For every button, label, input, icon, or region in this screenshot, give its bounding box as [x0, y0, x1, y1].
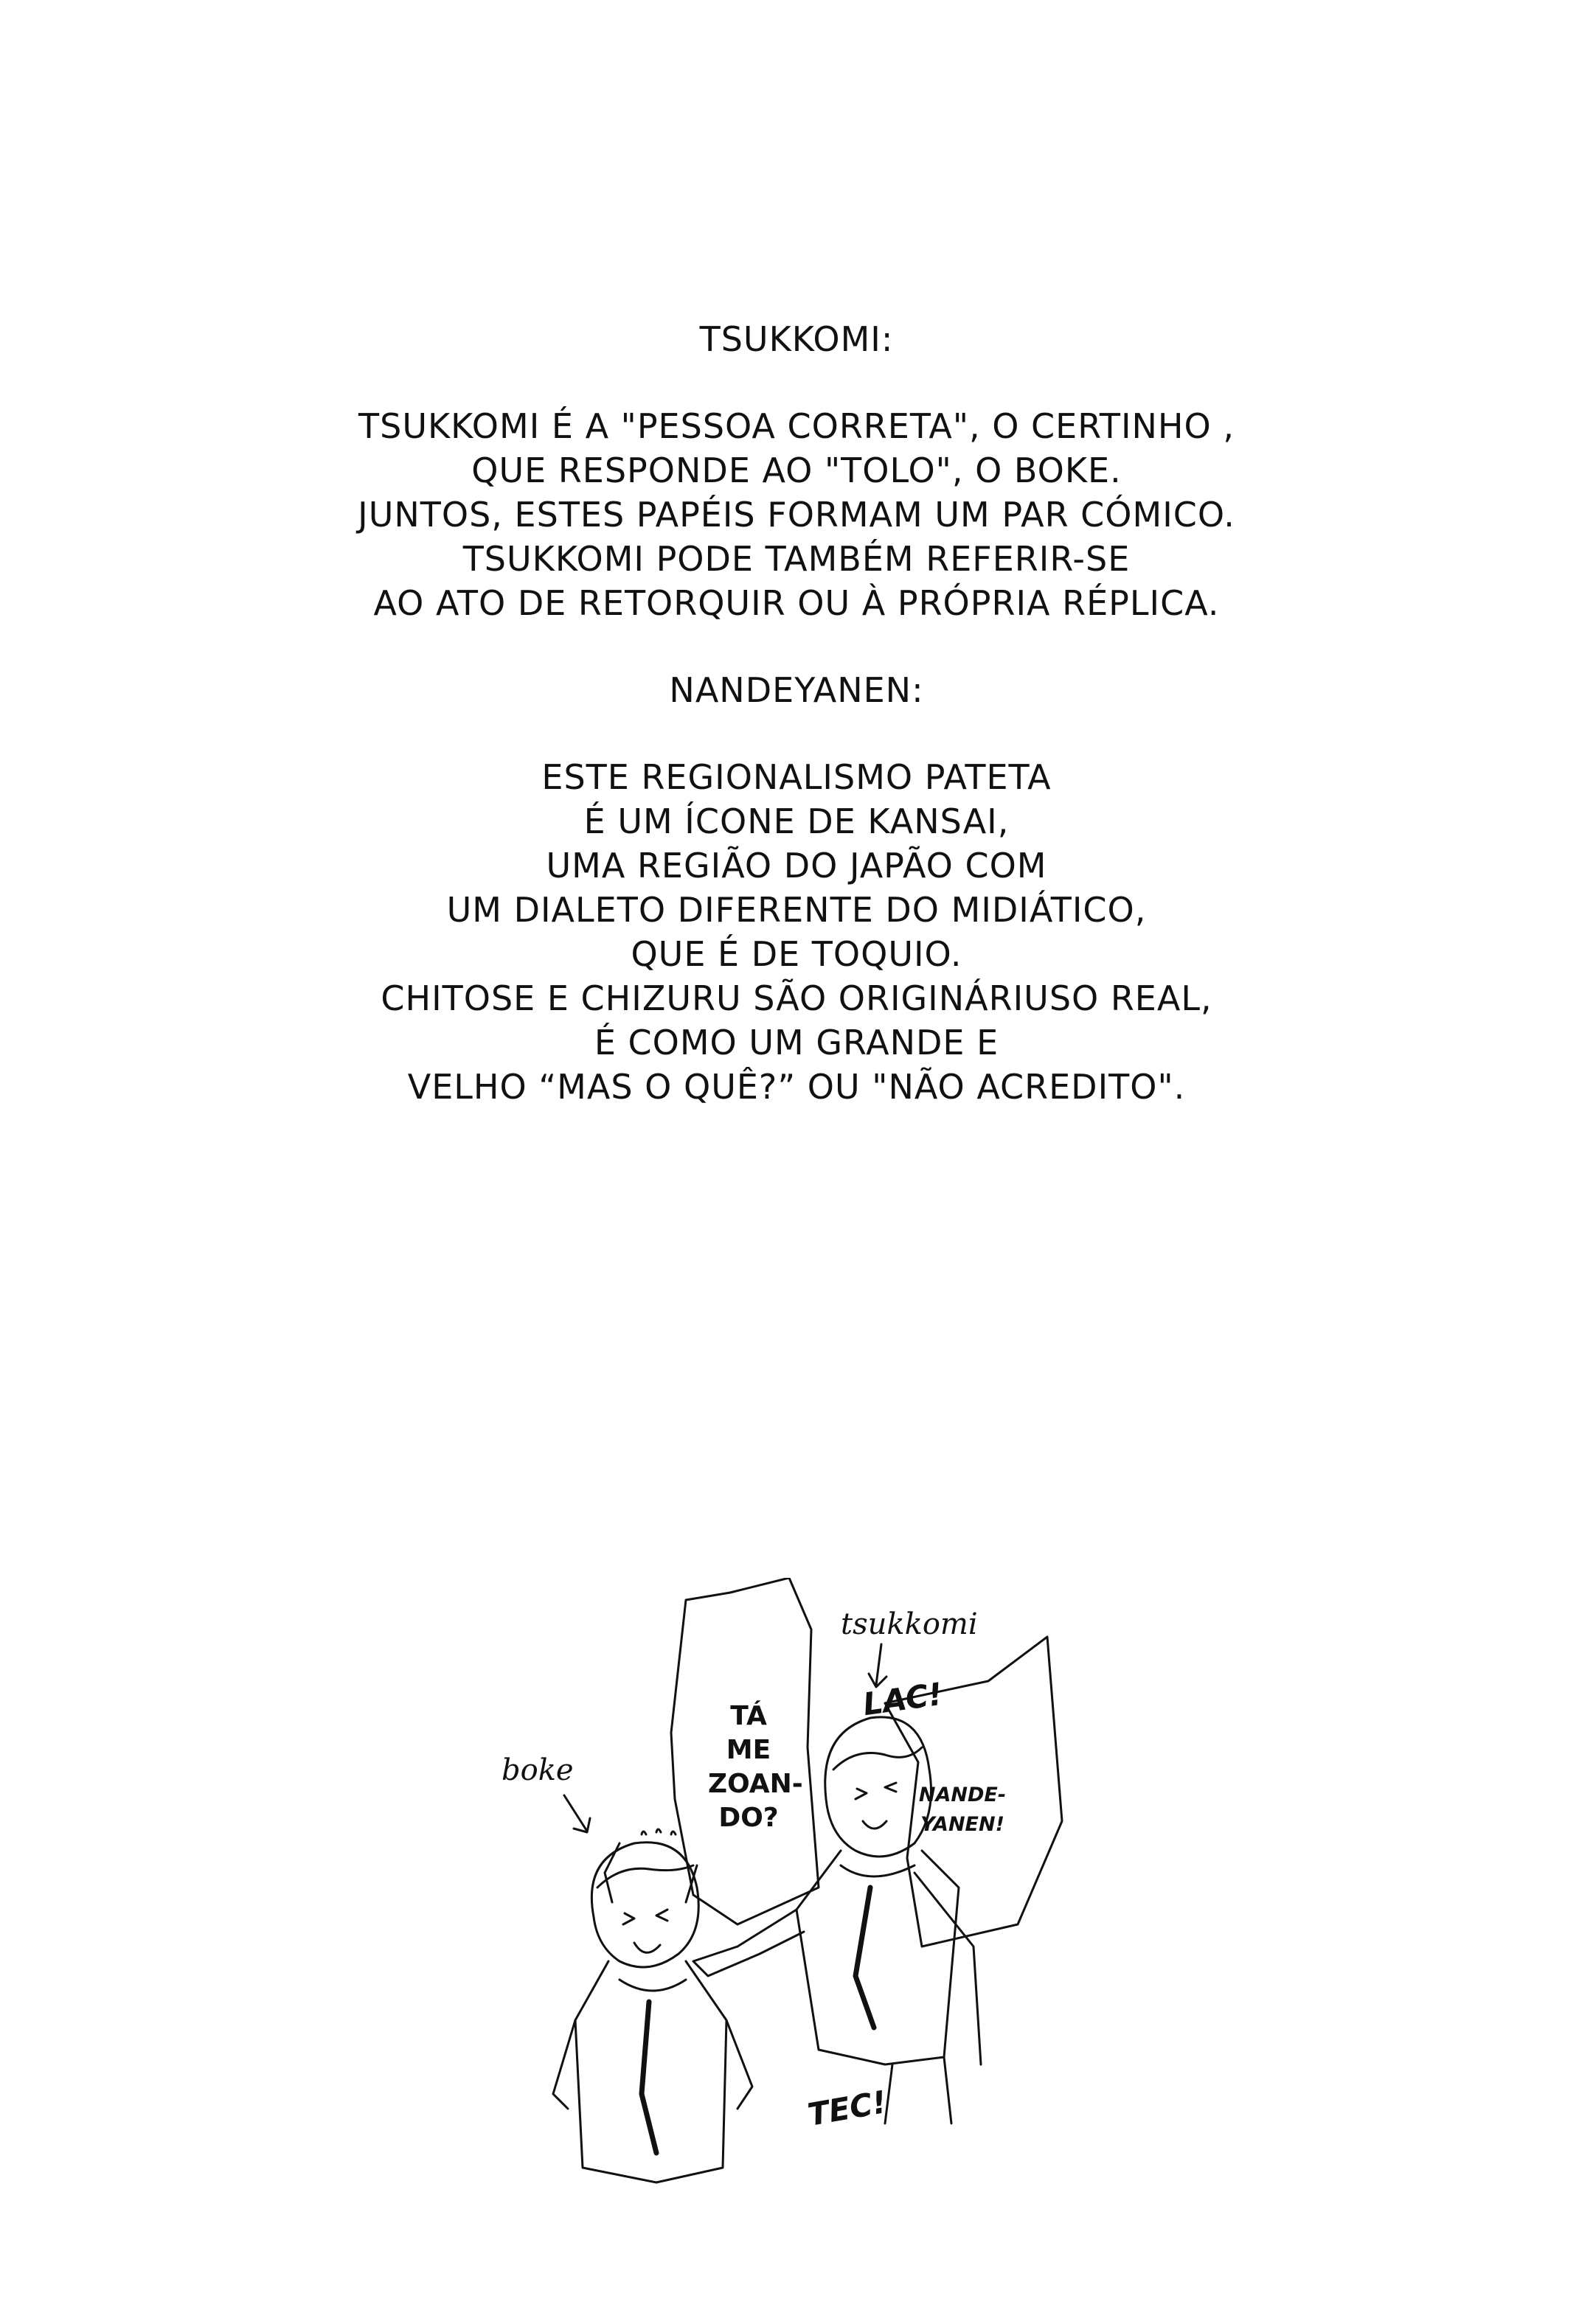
- note-line: UM DIALETO DIFERENTE DO MIDIÁTICO,: [446, 890, 1147, 930]
- speech-line: DO?: [718, 1803, 779, 1833]
- note-line: QUE É DE TOQUIO.: [631, 934, 962, 974]
- speech-line: NANDE-: [918, 1784, 1007, 1806]
- translation-notes: TSUKKOMI: TSUKKOMI É A "PESSOA CORRETA",…: [0, 317, 1593, 1152]
- speech-line: YANEN!: [920, 1813, 1004, 1836]
- speech-line: ZOAN-: [708, 1769, 803, 1799]
- note-line: É UM ÍCONE DE KANSAI,: [583, 801, 1010, 841]
- note-line: UMA REGIÃO DO JAPÃO COM: [546, 846, 1047, 886]
- speech-line: ME: [726, 1735, 771, 1765]
- note-line: JUNTOS, ESTES PAPÉIS FORMAM UM PAR CÓMIC…: [358, 495, 1235, 535]
- note-term-nandeyanen: NANDEYANEN:: [669, 670, 924, 710]
- speech-text-right: NANDE- YANEN!: [914, 1781, 1010, 1840]
- speech-balloon-right: [884, 1635, 1063, 1948]
- arrow-tsukkomi: [867, 1643, 888, 1688]
- speech-line: TÁ: [730, 1701, 767, 1731]
- label-tsukkomi: tsukkomi: [841, 1607, 978, 1641]
- note-line: QUE RESPONDE AO "TOLO", O BOKE.: [471, 450, 1122, 490]
- note-line: VELHO “MAS O QUÊ?” OU "NÃO ACREDITO".: [407, 1067, 1186, 1107]
- note-line: TSUKKOMI PODE TAMBÉM REFERIR-SE: [462, 539, 1131, 579]
- note-line: AO ATO DE RETORQUIR OU À PRÓPRIA RÉPLICA…: [373, 583, 1220, 623]
- character-boke: [552, 1828, 754, 2184]
- note-definition-nandeyanen: ESTE REGIONALISMO PATETA É UM ÍCONE DE K…: [0, 755, 1593, 1109]
- comic-illustration: tsukkomi boke TÁ ME ZOAN- DO? NANDE- YAN…: [472, 1578, 1077, 2197]
- comic-drawing: [552, 1578, 1063, 2184]
- note-line: ESTE REGIONALISMO PATETA: [541, 757, 1052, 797]
- speech-text-left: TÁ ME ZOAN- DO?: [708, 1699, 803, 1835]
- note-line: TSUKKOMI É A "PESSOA CORRETA", O CERTINH…: [358, 406, 1235, 446]
- note-line: CHITOSE E CHIZURU SÃO ORIGINÁRIUSO REAL,: [381, 978, 1212, 1018]
- arrow-boke: [563, 1794, 591, 1834]
- note-line: É COMO UM GRANDE E: [594, 1023, 999, 1062]
- character-tsukkomi: [692, 1716, 982, 2125]
- label-boke: boke: [502, 1753, 574, 1787]
- note-term-tsukkomi: TSUKKOMI:: [699, 319, 894, 359]
- note-definition-tsukkomi: TSUKKOMI É A "PESSOA CORRETA", O CERTINH…: [0, 404, 1593, 625]
